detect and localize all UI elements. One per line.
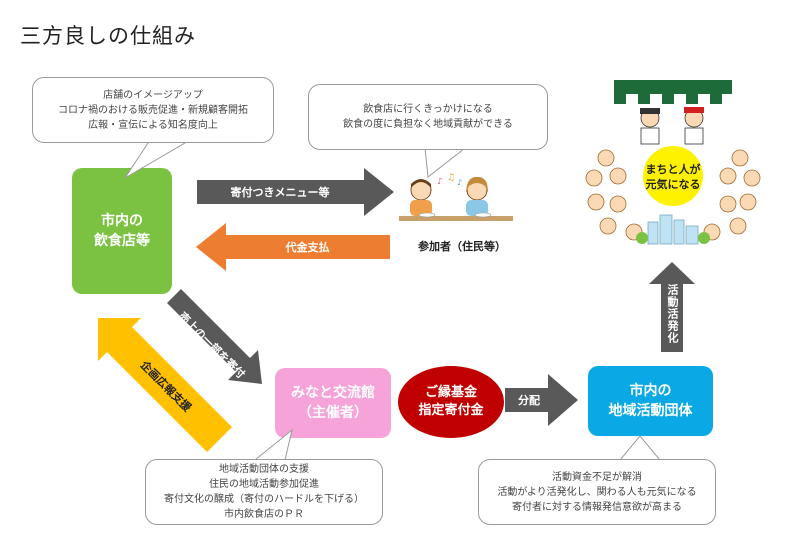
- bubble-tail-groups: [618, 435, 662, 461]
- svg-text:♪: ♪: [457, 178, 462, 187]
- arrow-label-distribution: 分配: [518, 394, 540, 407]
- arrow-support: [98, 318, 232, 452]
- groups-box-line: 地域活動団体: [608, 403, 693, 419]
- arrow-label-payment: 代金支払: [285, 241, 330, 254]
- restaurant-box-line: 市内の: [101, 213, 143, 229]
- restaurant-box-line: 飲食店等: [94, 233, 150, 249]
- bubble-line: 市内飲食店のＰＲ: [224, 509, 304, 520]
- restaurant-box: 市内の 飲食店等: [72, 168, 172, 294]
- arrow-label-menu: 寄付つきメニュー等: [230, 186, 330, 199]
- community-groups-box: 市内の 地域活動団体: [588, 366, 713, 436]
- town-label: まちと人が 元気になる: [640, 162, 706, 192]
- bubble-line: コロナ禍のおける販売促進・新規顧客開拓: [58, 104, 248, 116]
- bubble-line: 飲食店に行くきっかけになる: [363, 104, 493, 115]
- bubble-line: 活動がより活発化し、関わる人も元気になる: [497, 486, 697, 498]
- bubble-tail-organizer: [253, 428, 293, 461]
- fund-ellipse: ご縁基金 指定寄付金: [398, 366, 504, 438]
- bubble-tail-restaurant: [124, 139, 192, 179]
- organizer-box: みなと交流館 （主催者）: [275, 368, 391, 438]
- bubble-line: 住民の地域活動参加促進: [209, 479, 319, 490]
- bubble-tail-participant: [424, 147, 467, 178]
- town-label-line: まちと人が: [645, 163, 701, 176]
- bubble-participant-benefits: 飲食店に行くきっかけになる 飲食の度に負担なく地域貢献ができる: [308, 84, 548, 150]
- bubble-line: 活動資金不足が解消: [552, 471, 642, 483]
- groups-box-line: 市内の: [629, 383, 672, 399]
- organizer-box-line: （主催者）: [298, 405, 368, 421]
- bubble-line: 寄付文化の醸成（寄付のハードルを下げる）: [164, 494, 364, 505]
- arrow-donation: [167, 289, 262, 384]
- page-title: 三方良しの仕組み: [20, 24, 196, 48]
- fund-line: ご縁基金: [424, 385, 477, 400]
- participants-illustration: ♪ ♫ ♪: [399, 173, 513, 221]
- bubble-organizer-benefits: 地域活動団体の支援 住民の地域活動参加促進 寄付文化の醸成（寄付のハードルを下げ…: [145, 459, 383, 525]
- bubble-line: 寄付者に対する情報発信意欲が高まる: [512, 501, 682, 513]
- bubble-line: 広報・宣伝による知名度向上: [88, 119, 218, 131]
- bubble-line: 飲食の度に負担なく地域貢献ができる: [343, 119, 513, 130]
- participant-label: 参加者（住民等）: [418, 240, 506, 253]
- bubble-groups-benefits: 活動資金不足が解消 活動がより活発化し、関わる人も元気になる 寄付者に対する情報…: [478, 459, 716, 525]
- svg-text:♪: ♪: [437, 177, 443, 187]
- arrow-distribution: [505, 374, 578, 426]
- bubble-restaurant-benefits: 店舗のイメージアップ コロナ禍のおける販売促進・新規顧客開拓 広報・宣伝による知…: [32, 77, 274, 143]
- arrow-payment: [196, 223, 390, 271]
- organizer-box-line: みなと交流館: [291, 385, 375, 401]
- arrow-activation: [649, 262, 695, 352]
- arrow-label-activation: 活動活発化: [666, 284, 679, 344]
- svg-text:♫: ♫: [447, 173, 455, 183]
- arrow-menu: [197, 168, 394, 216]
- town-illustration: [585, 80, 761, 245]
- bubble-line: 店舗のイメージアップ: [103, 89, 203, 101]
- town-label-line: 元気になる: [645, 178, 701, 191]
- fund-line: 指定寄付金: [418, 403, 484, 418]
- bubble-line: 地域活動団体の支援: [219, 464, 309, 475]
